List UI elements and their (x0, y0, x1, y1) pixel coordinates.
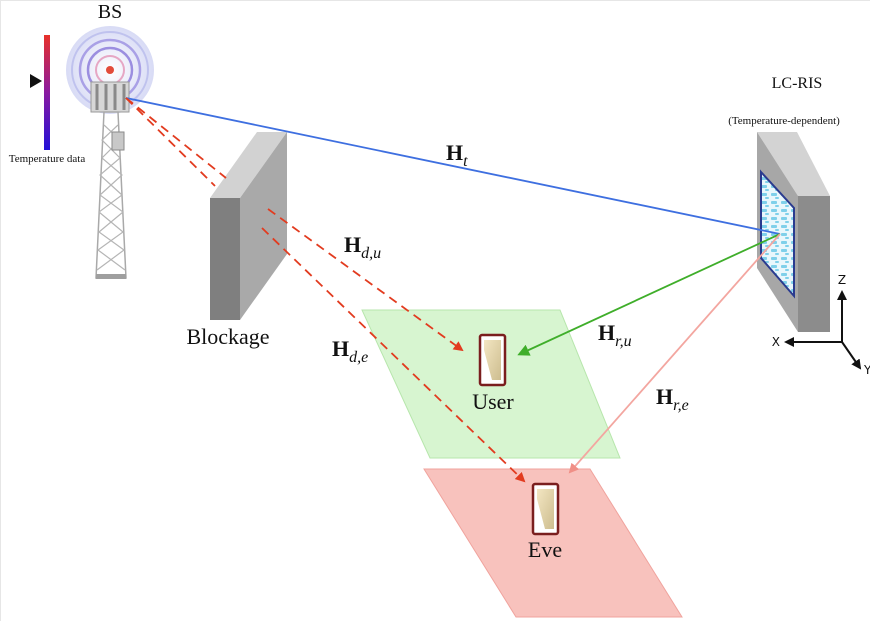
ris-panel-icon (757, 132, 830, 332)
label-hdu: Hd,u (344, 232, 381, 262)
bs-to-blockage-link-1 (125, 97, 227, 179)
phone-icon (478, 333, 507, 387)
temperature-label: Temperature data (9, 153, 86, 165)
bs-to-blockage-link-2 (125, 97, 216, 187)
label-ht: Ht (446, 140, 468, 170)
phone-icon (531, 482, 560, 536)
label-hde: Hd,e (332, 336, 368, 366)
axis-z-label: Z (838, 273, 846, 287)
bs-to-ris-link (125, 97, 781, 235)
blockage-label: Blockage (186, 324, 269, 349)
eve-label: Eve (528, 537, 562, 562)
wall-icon (210, 132, 287, 320)
coordinate-axes (784, 290, 862, 370)
axis-y-label: Y (863, 363, 870, 377)
axis-x-label: X (772, 335, 780, 349)
ris-to-eve-link (568, 233, 781, 474)
tower-icon (66, 26, 154, 279)
ris-label: LC-RIS (772, 75, 823, 92)
eve-zone (423, 468, 683, 618)
ris-sublabel: (Temperature-dependent) (728, 115, 840, 127)
bs-label: BS (98, 1, 122, 23)
user-label: User (472, 389, 514, 414)
label-hru: Hr,u (598, 320, 632, 350)
thermometer-gradient-icon (30, 35, 50, 150)
ris-to-user-link (517, 233, 781, 356)
direct-link-user (267, 208, 464, 352)
direct-link-eve (261, 227, 526, 483)
label-hre: Hr,e (656, 384, 689, 414)
